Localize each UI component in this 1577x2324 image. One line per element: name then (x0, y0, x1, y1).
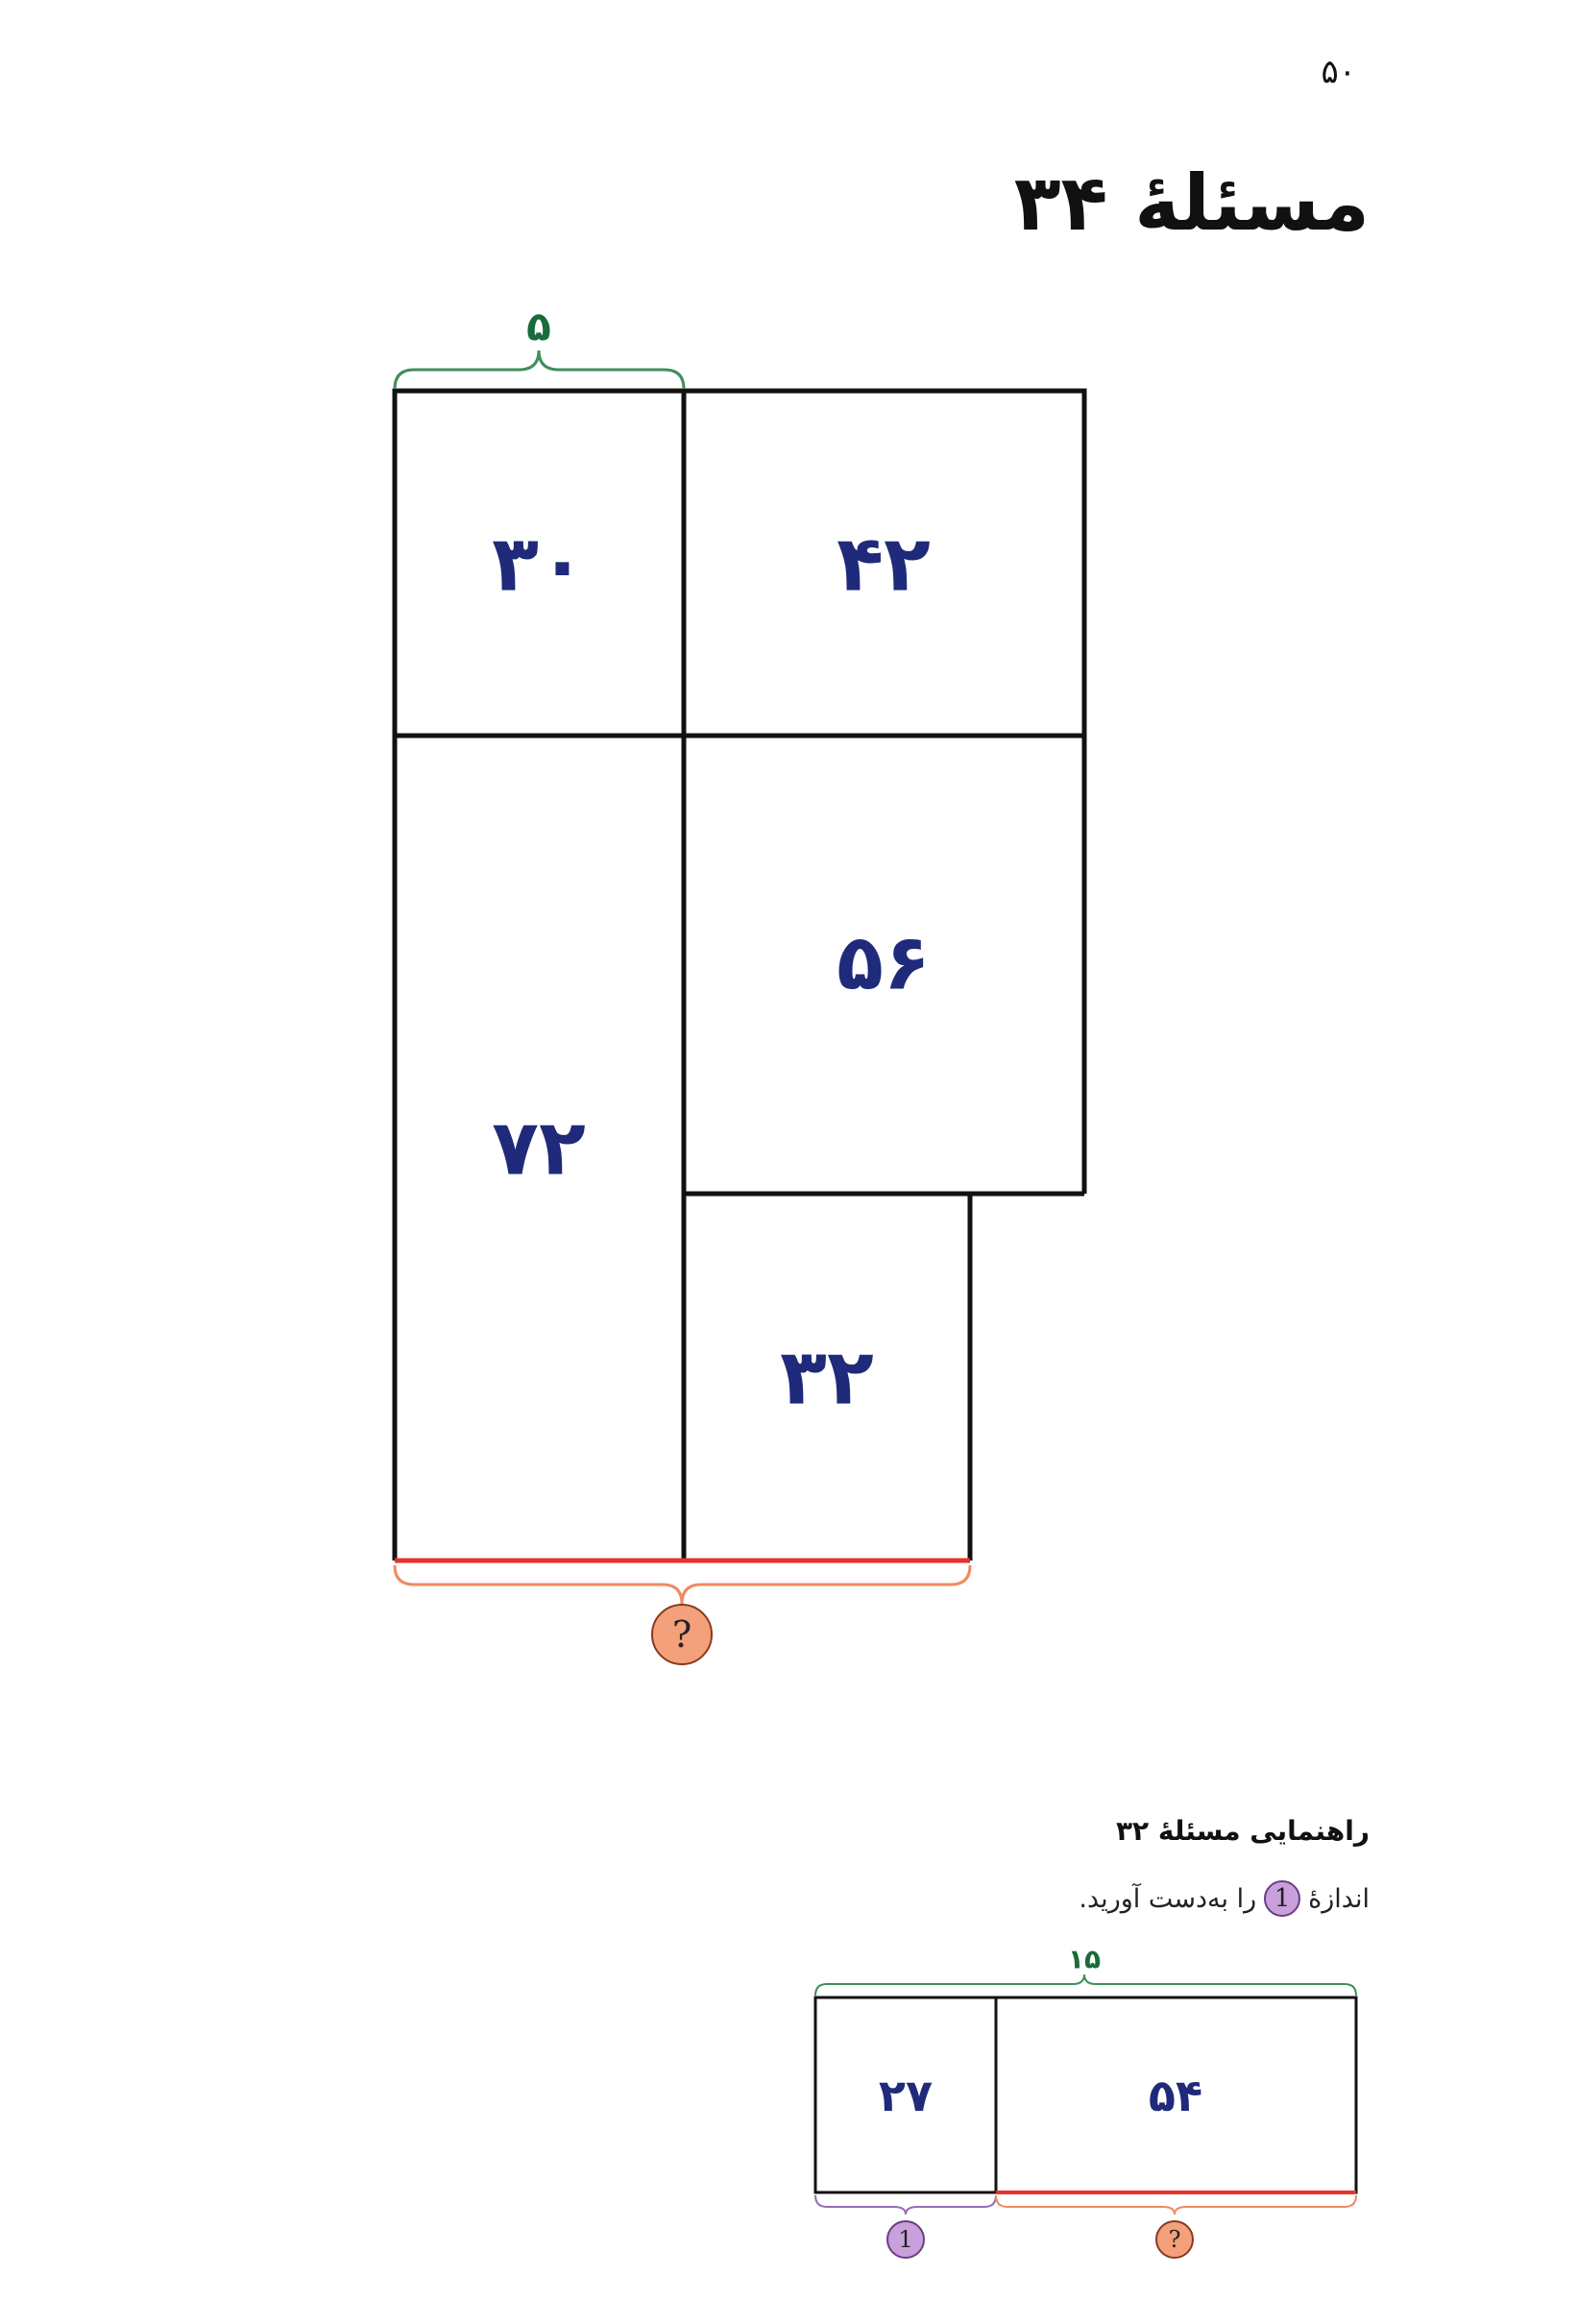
main-diagram (392, 388, 1087, 1563)
hint-circle-1 (886, 2220, 925, 2259)
bottom-brace (393, 1564, 972, 1605)
hint-badge: 1 (1264, 1880, 1301, 1917)
page-title: مسئلهٔ ۳۴ (1013, 158, 1370, 248)
unknown-circle (651, 1604, 713, 1665)
cell-value: ۳۲ (780, 1333, 874, 1422)
unknown-label: ? (672, 1613, 691, 1656)
hint-cell-value: ۵۴ (1149, 2070, 1202, 2121)
top-length-label: ۵ (526, 303, 551, 351)
hint-left-label: 1 (898, 2226, 912, 2253)
top-row-rect (392, 388, 1087, 738)
hint-right-brace (995, 2194, 1357, 2215)
hint-unknown-circle (1155, 2220, 1194, 2259)
cell-value: ۴۲ (837, 520, 931, 609)
hint-right-label: ? (1169, 2226, 1181, 2253)
hint-text-before: اندازهٔ (1308, 1883, 1370, 1914)
hint-cell-value: ۲۷ (879, 2070, 933, 2121)
cell-value: ۵۶ (837, 918, 931, 1007)
hint-top-brace (814, 1973, 1357, 1997)
hint-title: راهنمایی مسئلهٔ ۳۲ (1115, 1815, 1370, 1847)
hint-text: اندازهٔ 1 را به‌دست آورید. (1079, 1880, 1370, 1917)
cell-value: ۷۲ (492, 1103, 586, 1193)
page-number: ۵۰ (1321, 53, 1356, 91)
hint-top-label: ۱۵ (1068, 1944, 1101, 1975)
cell-value: ۳۰ (492, 520, 586, 609)
hint-text-after: را به‌دست آورید. (1079, 1883, 1257, 1914)
hint-left-brace (814, 2194, 997, 2215)
top-brace (393, 350, 686, 390)
